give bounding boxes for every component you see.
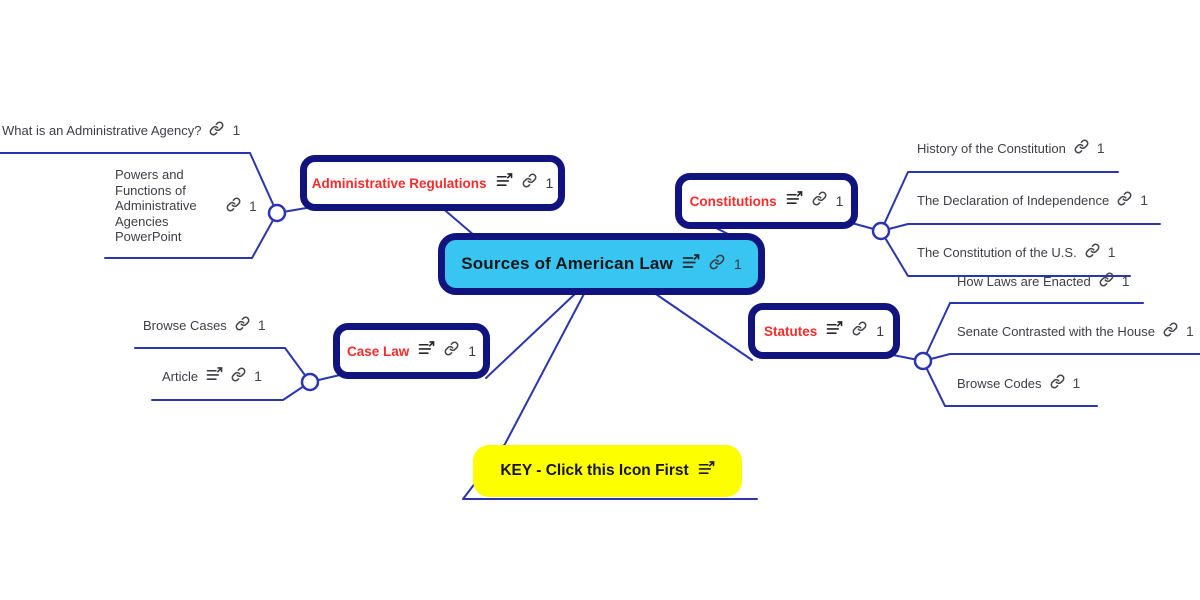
leaf-label: How Laws are Enacted	[957, 273, 1091, 289]
line-browse-codes	[922, 360, 1098, 407]
leaf-label: History of the Constitution	[917, 140, 1066, 156]
link-count: 1	[876, 323, 885, 339]
line-constitution-us	[880, 230, 1131, 277]
link-icon[interactable]	[852, 321, 867, 341]
line-browse-cases	[134, 347, 311, 383]
leaf-label: Browse Cases	[143, 317, 227, 333]
link-icon[interactable]	[209, 121, 224, 139]
topic-label: Statutes	[763, 323, 818, 339]
note-icon[interactable]	[496, 173, 513, 193]
topic-statutes[interactable]: Statutes 1	[748, 303, 900, 359]
line-history-constitution	[880, 171, 1119, 232]
line-powers-functions	[104, 212, 278, 259]
link-count: 1	[254, 368, 262, 384]
note-icon[interactable]	[786, 191, 803, 211]
topic-case-law[interactable]: Case Law 1	[333, 323, 490, 379]
topic-administrative-regulations[interactable]: Administrative Regulations 1	[300, 155, 565, 211]
note-icon[interactable]	[418, 341, 435, 361]
link-icon[interactable]	[231, 367, 246, 385]
key-node[interactable]: KEY - Click this Icon First	[473, 445, 742, 497]
link-count: 1	[1096, 140, 1105, 156]
link-icon[interactable]	[226, 197, 241, 215]
link-icon[interactable]	[235, 316, 250, 334]
link-count: 1	[1186, 323, 1194, 339]
link-count: 1	[734, 256, 742, 272]
link-count: 1	[545, 175, 554, 191]
topic-label: Case Law	[346, 343, 410, 359]
leaf-label: Powers and Functions of Administrative A…	[115, 167, 197, 244]
leaf-label: Senate Contrasted with the House	[957, 323, 1156, 339]
link-icon[interactable]	[1099, 272, 1114, 290]
topic-label: Constitutions	[689, 193, 777, 209]
link-count: 1	[1107, 244, 1116, 260]
junction-circle-adminreg	[267, 203, 287, 223]
topic-constitutions[interactable]: Constitutions 1	[675, 173, 858, 229]
link-count: 1	[468, 343, 477, 359]
junction-circle-statutes	[913, 351, 933, 371]
link-icon[interactable]	[1117, 191, 1132, 209]
link-icon[interactable]	[1074, 139, 1089, 157]
link-icon[interactable]	[1085, 243, 1100, 261]
line-senate-house	[922, 353, 1200, 362]
note-icon[interactable]	[206, 367, 223, 385]
line-what-is-agency	[0, 152, 278, 214]
note-icon[interactable]	[698, 461, 715, 481]
note-icon[interactable]	[682, 253, 700, 275]
junction-circle-constitutions	[871, 221, 891, 241]
link-icon[interactable]	[522, 173, 537, 193]
topic-label: Administrative Regulations	[311, 175, 487, 191]
leaf-browse-cases[interactable]: Browse Cases 1	[143, 316, 266, 334]
link-icon[interactable]	[812, 191, 827, 211]
leaf-how-laws-are-enacted[interactable]: How Laws are Enacted 1	[957, 272, 1129, 290]
line-how-laws	[922, 302, 1144, 362]
link-count: 1	[232, 122, 241, 138]
line-center-caselaw	[485, 291, 578, 379]
note-icon[interactable]	[826, 321, 843, 341]
leaf-browse-codes[interactable]: Browse Codes 1	[957, 374, 1080, 392]
link-count: 1	[249, 197, 257, 214]
link-count: 1	[1140, 192, 1149, 208]
leaf-label: Article	[162, 368, 199, 384]
leaf-label: The Declaration of Independence	[917, 192, 1110, 208]
leaf-what-is-an-administrative-agency[interactable]: What is an Administrative Agency? 1	[2, 121, 240, 139]
line-declaration	[880, 223, 1161, 232]
leaf-label: Browse Codes	[957, 375, 1042, 391]
central-topic-label: Sources of American Law	[461, 254, 673, 273]
leaf-senate-contrasted-with-house[interactable]: Senate Contrasted with the House 1	[957, 322, 1194, 340]
link-icon[interactable]	[444, 341, 459, 361]
key-node-label: KEY - Click this Icon First	[500, 462, 689, 479]
leaf-powers-and-functions[interactable]: Powers and Functions of Administrative A…	[115, 167, 257, 245]
line-center-statutes	[649, 289, 753, 361]
leaf-history-of-the-constitution[interactable]: History of the Constitution 1	[917, 139, 1105, 157]
link-icon[interactable]	[1163, 322, 1178, 340]
leaf-constitution-of-the-us[interactable]: The Constitution of the U.S. 1	[917, 243, 1116, 261]
leaf-label: What is an Administrative Agency?	[2, 122, 202, 138]
line-article	[151, 381, 311, 401]
leaf-declaration-of-independence[interactable]: The Declaration of Independence 1	[917, 191, 1148, 209]
link-count: 1	[835, 193, 844, 209]
central-topic[interactable]: Sources of American Law 1	[438, 233, 765, 295]
link-count: 1	[1121, 273, 1130, 289]
junction-circle-caselaw	[300, 372, 320, 392]
link-icon[interactable]	[709, 254, 725, 275]
leaf-article[interactable]: Article 1	[162, 367, 262, 385]
leaf-label: The Constitution of the U.S.	[917, 244, 1077, 260]
link-count: 1	[257, 317, 266, 333]
link-icon[interactable]	[1050, 374, 1065, 392]
link-count: 1	[1072, 375, 1081, 391]
